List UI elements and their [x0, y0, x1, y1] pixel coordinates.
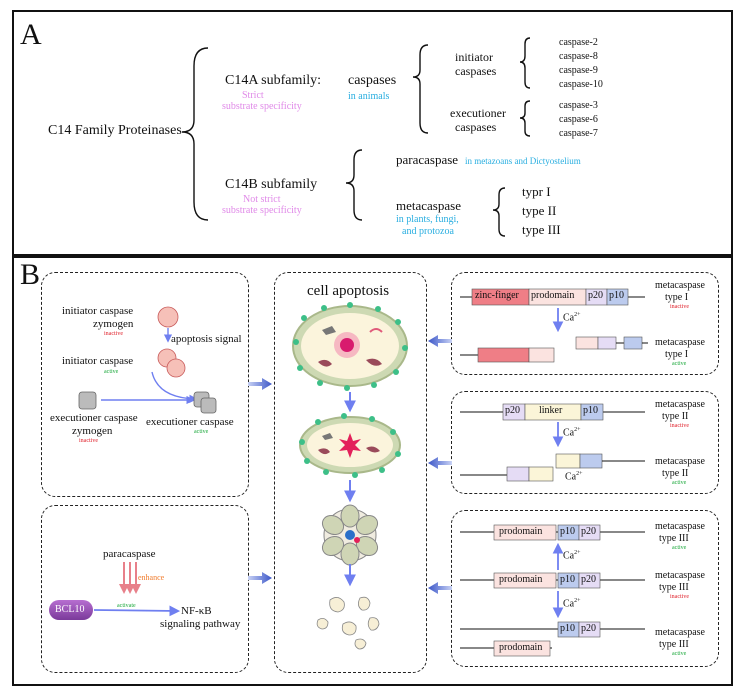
- meta3-p20-3: p20: [581, 623, 596, 634]
- meta1-zinc-finger: zinc-finger: [475, 290, 519, 301]
- paracaspase-label: paracaspase: [396, 152, 459, 167]
- c14b-title: C14B subfamily: [225, 177, 318, 192]
- caspases-label: caspases: [348, 73, 397, 88]
- metacaspase-note-2: and protozoa: [402, 226, 454, 237]
- meta3-label-4: type III: [659, 582, 689, 593]
- meta3-prodomain-1: prodomain: [499, 526, 543, 537]
- initiator-zymogen-label-1: initiator caspase: [62, 305, 134, 317]
- meta2-inactive-tag: inactive: [670, 423, 689, 429]
- metacaspase-label: metacaspase: [396, 198, 461, 213]
- paracaspase-box: [41, 505, 249, 673]
- c14a-note-2: substrate specificity: [222, 101, 302, 112]
- meta2-p20: p20: [505, 405, 520, 416]
- meta3-p20-1: p20: [581, 526, 596, 537]
- meta1-inactive-tag: inactive: [670, 304, 689, 310]
- meta1-label-3: metacaspase: [655, 337, 705, 348]
- executioner-caspase-7: caspase-7: [559, 128, 598, 139]
- executioner-label-1: executioner: [450, 106, 506, 120]
- meta3-p10-3: p10: [560, 623, 575, 634]
- meta2-label-2: type II: [662, 411, 689, 422]
- meta1-label-4: type I: [665, 349, 689, 360]
- meta3-active-tag-1: active: [672, 545, 687, 551]
- enhance-label: enhance: [138, 573, 165, 582]
- meta2-ca-label-2: Ca2+: [565, 471, 583, 483]
- meta3-p10-2: p10: [560, 574, 575, 585]
- metacaspase-type-1: typr I: [522, 184, 551, 199]
- activate-label: activate: [117, 603, 136, 609]
- executioner-zymogen-label-1: executioner caspase: [50, 412, 138, 424]
- meta1-p20: p20: [588, 290, 603, 301]
- executioner-caspase-6: caspase-6: [559, 114, 598, 125]
- c14b-note-1: Not strict: [243, 194, 281, 205]
- c14a-title: C14A subfamily:: [225, 73, 322, 88]
- initiator-label-1: initiator: [455, 50, 493, 64]
- initiator-zymogen-label-2: zymogen: [93, 318, 134, 330]
- metacaspase-note-1: in plants, fungi,: [396, 214, 459, 225]
- c14b-note-2: substrate specificity: [222, 205, 302, 216]
- initiator-caspase-8: caspase-8: [559, 51, 598, 62]
- executioner-label-2: caspases: [455, 120, 497, 134]
- meta3-p10-1: p10: [560, 526, 575, 537]
- meta2-label-3: metacaspase: [655, 456, 705, 467]
- cell-apoptosis-title: cell apoptosis: [307, 283, 390, 299]
- c14a-note-1: Strict: [242, 90, 264, 101]
- panel-b-letter: B: [20, 258, 41, 291]
- meta3-label-2: type III: [659, 533, 689, 544]
- executioner-caspase-active: active: [194, 429, 209, 435]
- paracaspase-b-label: paracaspase: [103, 548, 156, 560]
- meta1-prodomain: prodomain: [531, 290, 575, 301]
- meta3-active-tag-2: active: [672, 651, 687, 657]
- meta1-ca-label: Ca2+: [563, 312, 581, 324]
- apoptosis-signal-label: apoptosis signal: [171, 333, 242, 345]
- panel-b: [12, 256, 733, 686]
- meta2-linker: linker: [539, 405, 563, 416]
- meta2-active-tag: active: [672, 480, 687, 486]
- meta3-p20-2: p20: [581, 574, 596, 585]
- family-root-label: C14 Family Proteinases: [48, 123, 182, 138]
- metacaspase-type-2: type II: [522, 203, 557, 218]
- bcl10-label: BCL10: [55, 604, 85, 615]
- panel-a: [12, 10, 733, 256]
- meta2-ca-label-1: Ca2+: [563, 427, 581, 439]
- meta3-label-5: metacaspase: [655, 627, 705, 638]
- meta3-prodomain-3: prodomain: [499, 642, 543, 653]
- meta2-p10: p10: [583, 405, 598, 416]
- initiator-caspase-active: active: [104, 369, 119, 375]
- panel-a-letter: A: [20, 18, 42, 51]
- meta3-label-1: metacaspase: [655, 521, 705, 532]
- meta3-ca-label-1: Ca2+: [563, 550, 581, 562]
- meta3-label-6: type III: [659, 639, 689, 650]
- initiator-label-2: caspases: [455, 64, 497, 78]
- metacaspase-type2-box: [451, 391, 719, 494]
- initiator-zymogen-inactive: inactive: [104, 331, 123, 337]
- initiator-caspase-10: caspase-10: [559, 79, 603, 90]
- executioner-zymogen-inactive: inactive: [79, 438, 98, 444]
- nfkb-label-2: signaling pathway: [160, 618, 241, 630]
- meta2-label-4: type II: [662, 468, 689, 479]
- metacaspase-type1-box: [451, 272, 719, 375]
- caspases-note: in animals: [348, 91, 390, 102]
- meta1-active-tag: active: [672, 361, 687, 367]
- cell-apoptosis-box: [274, 272, 427, 673]
- meta2-label-1: metacaspase: [655, 399, 705, 410]
- meta1-label-2: type I: [665, 292, 689, 303]
- meta1-label-1: metacaspase: [655, 280, 705, 291]
- meta3-label-3: metacaspase: [655, 570, 705, 581]
- initiator-caspase-label: initiator caspase: [62, 355, 134, 367]
- executioner-caspase-3: caspase-3: [559, 100, 598, 111]
- meta3-ca-label-2: Ca2+: [563, 598, 581, 610]
- executioner-zymogen-label-2: zymogen: [72, 425, 113, 437]
- initiator-caspase-9: caspase-9: [559, 65, 598, 76]
- paracaspase-note: in metazoans and Dictyostelium: [465, 156, 581, 166]
- executioner-caspase-label: executioner caspase: [146, 416, 234, 428]
- meta1-p10: p10: [609, 290, 624, 301]
- nfkb-label-1: NF-κB: [181, 605, 212, 617]
- metacaspase-type-3: type III: [522, 222, 561, 237]
- meta3-inactive-tag: inactive: [670, 594, 689, 600]
- initiator-caspase-2: caspase-2: [559, 37, 598, 48]
- meta3-prodomain-2: prodomain: [499, 574, 543, 585]
